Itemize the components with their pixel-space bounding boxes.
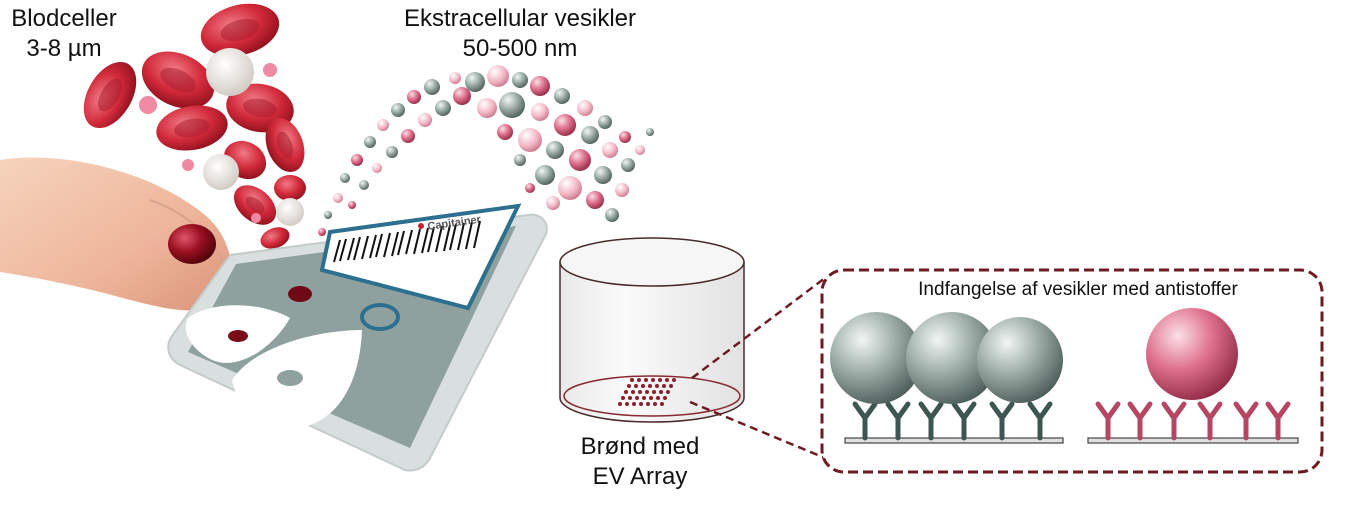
- well-cylinder: [559, 237, 745, 423]
- gray-vesicle-1: [830, 312, 922, 404]
- blood-cells-cluster: [83, 3, 306, 272]
- gray-antibodies: [852, 401, 1053, 441]
- vesicles-label: Ekstracellular vesikler 50-500 nm: [385, 4, 655, 64]
- capitainer-card: Capitainer: [167, 203, 548, 472]
- captured-vesicles: [830, 308, 1238, 404]
- zoom-lines: [689, 277, 826, 460]
- well-label-line1: Brønd med: [580, 433, 700, 460]
- well-label-line2: EV Array: [592, 463, 688, 490]
- pink-vesicle: [1146, 308, 1238, 400]
- well-label: Brønd med EV Array: [565, 432, 715, 492]
- vesicles-title: Ekstracellular vesikler: [403, 5, 637, 32]
- substrate-lines: [844, 437, 1299, 444]
- blood-cells-title: Blodceller: [11, 5, 117, 32]
- pink-antibodies: [1095, 401, 1291, 441]
- capture-title: Indfangelse af vesikler med antistoffer: [918, 279, 1238, 300]
- blood-cells-size: 3-8 µm: [26, 35, 102, 62]
- vesicles-size: 50-500 nm: [462, 35, 578, 62]
- blood-drop: [168, 224, 216, 264]
- blood-cells-label: Blodceller 3-8 µm: [4, 4, 124, 64]
- gray-vesicle-3: [977, 317, 1063, 403]
- vesicle-stream: [312, 65, 654, 251]
- ev-array-dots: [618, 378, 676, 406]
- gray-vesicle-2: [906, 312, 998, 404]
